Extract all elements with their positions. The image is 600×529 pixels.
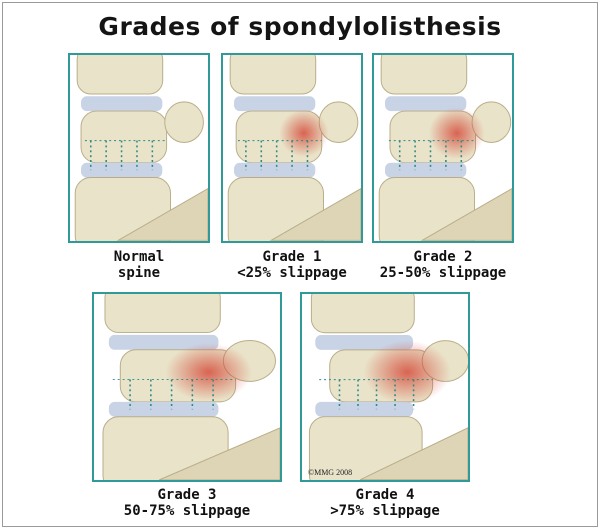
caption-grade-1-line2: <25% slippage — [216, 265, 368, 281]
upper-vertebra — [77, 55, 163, 94]
spine-illustration-grade-3 — [94, 294, 280, 480]
facet-process — [165, 102, 204, 143]
caption-grade-2: Grade 2 25-50% slippage — [364, 249, 522, 281]
caption-grade-4: Grade 4 >75% slippage — [320, 487, 450, 519]
lower-disc — [109, 402, 219, 417]
inflammation-area — [429, 107, 485, 159]
panel-grade-2 — [372, 53, 514, 243]
spine-illustration-normal — [70, 55, 208, 241]
caption-normal-line1: Normal — [68, 249, 210, 265]
upper-vertebra — [381, 55, 467, 94]
slipped-vertebra — [81, 111, 167, 163]
panel-grade-3 — [92, 292, 282, 482]
panel-normal-spine — [68, 53, 210, 243]
spine-illustration-grade-4 — [302, 294, 468, 480]
caption-normal-line2: spine — [68, 265, 210, 281]
caption-grade-3: Grade 3 50-75% slippage — [107, 487, 267, 519]
caption-grade-2-line2: 25-50% slippage — [364, 265, 522, 281]
caption-grade-2-line1: Grade 2 — [364, 249, 522, 265]
upper-disc — [81, 96, 162, 111]
inflammation-area — [166, 343, 252, 401]
panel-grade-4: ©MMG 2008 — [300, 292, 470, 482]
spine-illustration-grade-1 — [223, 55, 361, 241]
copyright-notice: ©MMG 2008 — [308, 468, 352, 477]
panel-grade-1 — [221, 53, 363, 243]
lower-disc — [385, 163, 466, 178]
caption-grade-1: Grade 1 <25% slippage — [216, 249, 368, 281]
upper-disc — [234, 96, 315, 111]
figure-title: Grades of spondylolisthesis — [0, 12, 600, 41]
upper-vertebra — [311, 294, 414, 333]
lower-disc — [315, 402, 413, 417]
caption-grade-4-line1: Grade 4 — [320, 487, 450, 503]
caption-grade-3-line1: Grade 3 — [107, 487, 267, 503]
inflammation-area — [279, 109, 328, 157]
caption-normal: Normal spine — [68, 249, 210, 281]
caption-grade-1-line1: Grade 1 — [216, 249, 368, 265]
caption-grade-4-line2: >75% slippage — [320, 503, 450, 519]
upper-vertebra — [105, 294, 220, 333]
spine-illustration-grade-2 — [374, 55, 512, 241]
caption-grade-3-line2: 50-75% slippage — [107, 503, 267, 519]
upper-vertebra — [230, 55, 316, 94]
